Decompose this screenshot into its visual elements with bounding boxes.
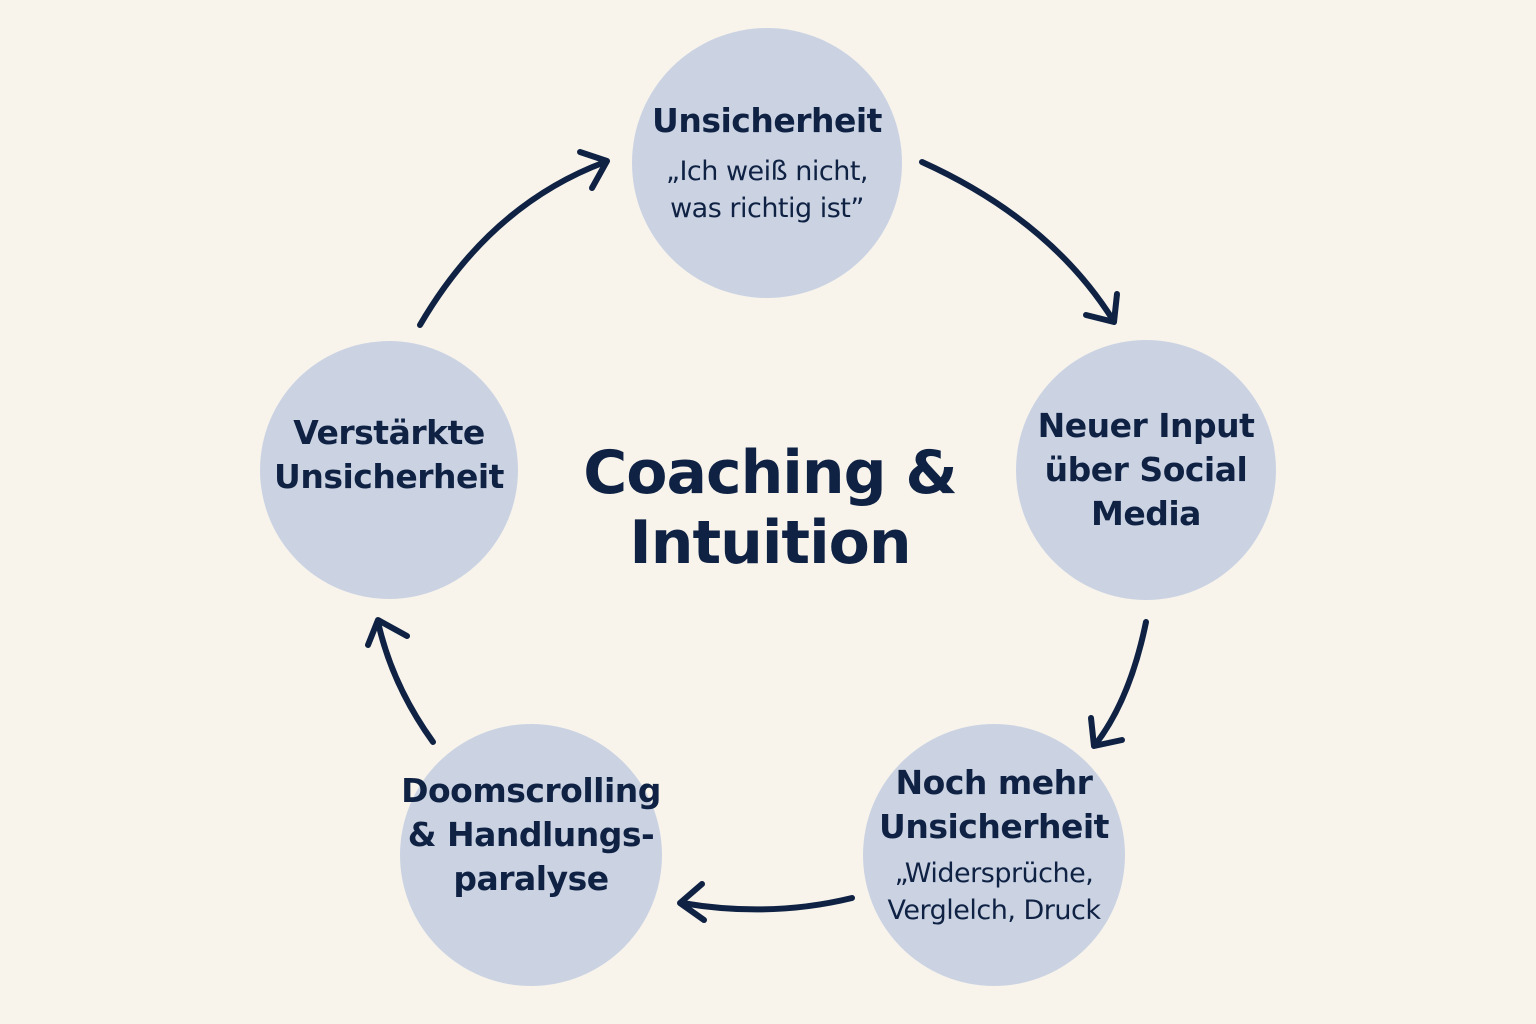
title-line: über Social [1044, 450, 1248, 489]
arrowhead-1 [577, 149, 610, 191]
node-quote: „Widersprüche, Verglelch, Druck [888, 855, 1101, 929]
center-title-line: Coaching & [583, 438, 957, 508]
arrow-5 [375, 619, 436, 745]
arrowhead-2 [1083, 291, 1120, 325]
title-line: Unsicherheit [274, 457, 504, 496]
arrow-3 [1092, 619, 1149, 748]
node-unsicherheit: Unsicherheit „Ich weiß nicht, was richti… [632, 28, 902, 298]
node-title: Noch mehr Unsicherheit [879, 761, 1109, 849]
node-doomscrolling: Doomscrolling & Handlungs- paralyse [400, 724, 662, 986]
node-quote: „Ich weiß nicht, was richtig ist” [665, 153, 869, 227]
title-line: Verstärkte [293, 413, 485, 452]
arrow-4 [679, 895, 855, 913]
title-line: Noch mehr [895, 763, 1093, 802]
title-line: & Handlungs- [407, 815, 655, 854]
arrowhead-5 [365, 617, 410, 648]
node-neuer-input: Neuer Input über Social Media [1016, 340, 1276, 600]
node-title: Neuer Input über Social Media [1038, 404, 1255, 536]
node-title: Doomscrolling & Handlungs- paralyse [401, 769, 661, 901]
title-line: Doomscrolling [401, 771, 661, 810]
arrowhead-3 [1088, 715, 1125, 749]
node-title: Unsicherheit [652, 101, 882, 140]
center-title-line: Intuition [629, 508, 911, 578]
title-line: Unsicherheit [879, 807, 1109, 846]
quote-line: Verglelch, Druck [887, 895, 1101, 926]
title-line: Media [1091, 494, 1201, 533]
title-line: paralyse [453, 859, 609, 898]
quote-line: „Ich weiß nicht, [665, 156, 869, 187]
arrow-1 [417, 159, 608, 328]
arrow-2 [919, 159, 1116, 323]
arrowhead-4 [677, 881, 707, 923]
node-noch-mehr-unsicherheit: Noch mehr Unsicherheit „Widersprüche, Ve… [863, 724, 1125, 986]
node-verstaerkte-unsicherheit: Verstärkte Unsicherheit [260, 341, 518, 599]
node-title: Verstärkte Unsicherheit [274, 411, 504, 499]
center-title: Coaching & Intuition [560, 438, 980, 578]
quote-line: was richtig ist” [670, 193, 864, 224]
title-line: Neuer Input [1037, 406, 1255, 445]
quote-line: „Widersprüche, [894, 858, 1094, 889]
